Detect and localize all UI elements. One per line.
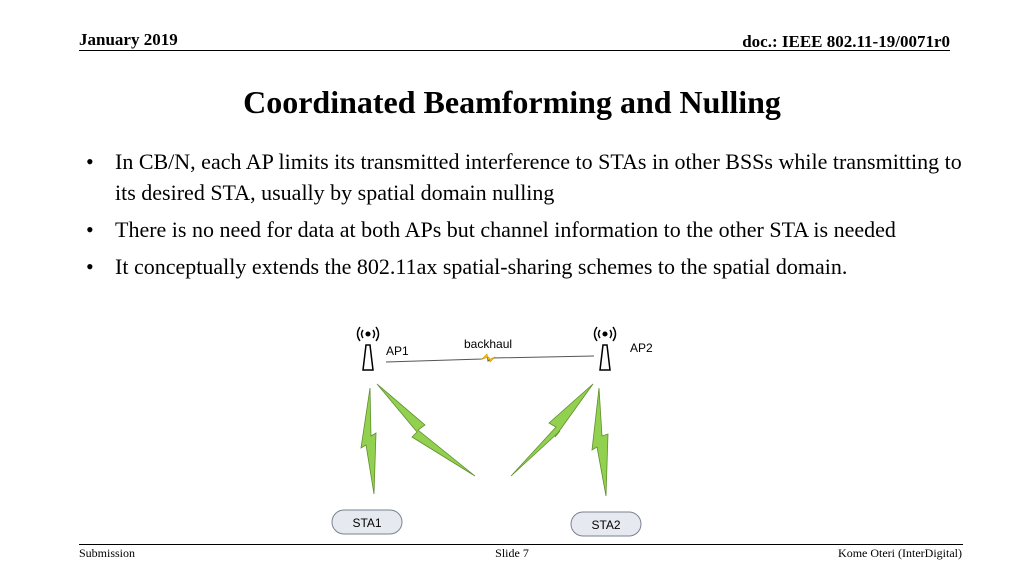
sta2-node [570,511,642,537]
backhaul-link [385,353,595,363]
backhaul-label: backhaul [464,337,512,351]
footer-submission: Submission [79,546,136,560]
ap1-label: AP1 [386,344,409,358]
bullet-text: In CB/N, each AP limits its transmitted … [115,149,962,205]
bullet-text: It conceptually extends the 802.11ax spa… [115,254,848,279]
sta2-label: STA2 [591,518,620,532]
ap2-label: AP2 [630,341,653,355]
sta1-label: STA1 [352,516,381,530]
link-ap1-sta1 [360,387,377,495]
ap1-antenna-icon [356,326,380,371]
link-ap2-sta2 [591,387,609,497]
bullet-item: • There is no need for data at both APs b… [86,214,986,245]
bullet-list: • In CB/N, each AP limits its transmitted… [86,146,986,288]
header-date: January 2019 [79,30,178,49]
footer-slide-number: Slide 7 [495,546,529,560]
slide-title: Coordinated Beamforming and Nulling [243,84,781,120]
header-divider [79,50,950,51]
footer-divider [79,544,963,545]
link-ap1-sta2 [376,383,476,477]
bullet-marker: • [86,254,94,279]
header-doc-id: doc.: IEEE 802.11-19/0071r0 [742,32,950,51]
bullet-item: • It conceptually extends the 802.11ax sp… [86,251,986,282]
bullet-text: There is no need for data at both APs bu… [115,217,896,242]
bullet-marker: • [86,149,94,174]
sta1-node [331,509,403,535]
ap2-antenna-icon [593,326,617,371]
bullet-item: • In CB/N, each AP limits its transmitted… [86,146,986,208]
link-ap2-sta1 [510,383,594,477]
footer-author: Kome Oteri (InterDigital) [838,546,962,560]
bullet-marker: • [86,217,94,242]
